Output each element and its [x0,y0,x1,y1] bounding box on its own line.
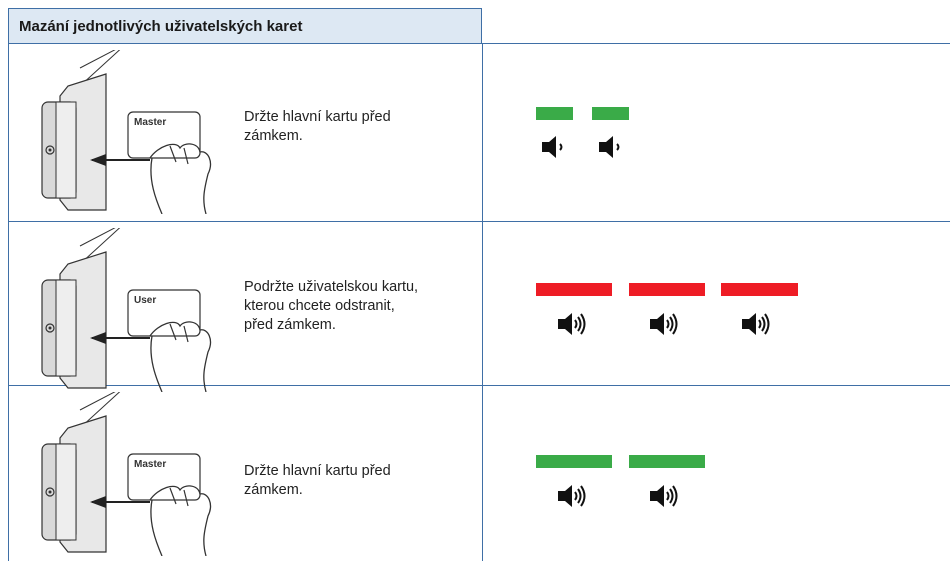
led-signal-bar [721,283,798,296]
instruction-text: Podržte uživatelskou kartu, kterou chcet… [244,279,419,333]
led-signal-bar [629,455,705,468]
led-signal-bar [536,283,612,296]
instruction-text: Držte hlavní kartu před zámkem. [244,109,391,144]
card-label: User [134,295,156,306]
led-signal-bar [536,107,573,120]
speaker-long-beep-icon [558,313,586,335]
led-signal-bar [629,283,705,296]
card-label: Master [134,117,166,128]
door-lock-illustration: User [41,228,212,392]
speaker-long-beep-icon [558,485,586,507]
table-row: User Podržte uživatelskou kartu, kterou … [8,222,950,392]
speaker-short-beep-icon [542,136,563,158]
speaker-short-beep-icon [599,136,620,158]
table-title: Mazání jednotlivých uživatelských karet [19,18,303,35]
speaker-long-beep-icon [742,313,770,335]
table-header: Mazání jednotlivých uživatelských karet [8,8,482,44]
card-label: Master [134,459,166,470]
led-signal-bar [592,107,629,120]
instruction-text: Držte hlavní kartu před zámkem. [244,463,391,498]
card-deletion-table: Mazání jednotlivých uživatelských karet … [8,8,950,561]
led-signal-bar [536,455,612,468]
table-row: Master Držte hlavní kartu před zámkem. [8,44,950,222]
door-lock-illustration: Master [41,392,212,556]
speaker-long-beep-icon [650,485,678,507]
door-lock-illustration: Master [41,50,212,214]
speaker-long-beep-icon [650,313,678,335]
header-divider [482,43,950,44]
table-row: Master Držte hlavní kartu před zámkem. [8,386,950,561]
